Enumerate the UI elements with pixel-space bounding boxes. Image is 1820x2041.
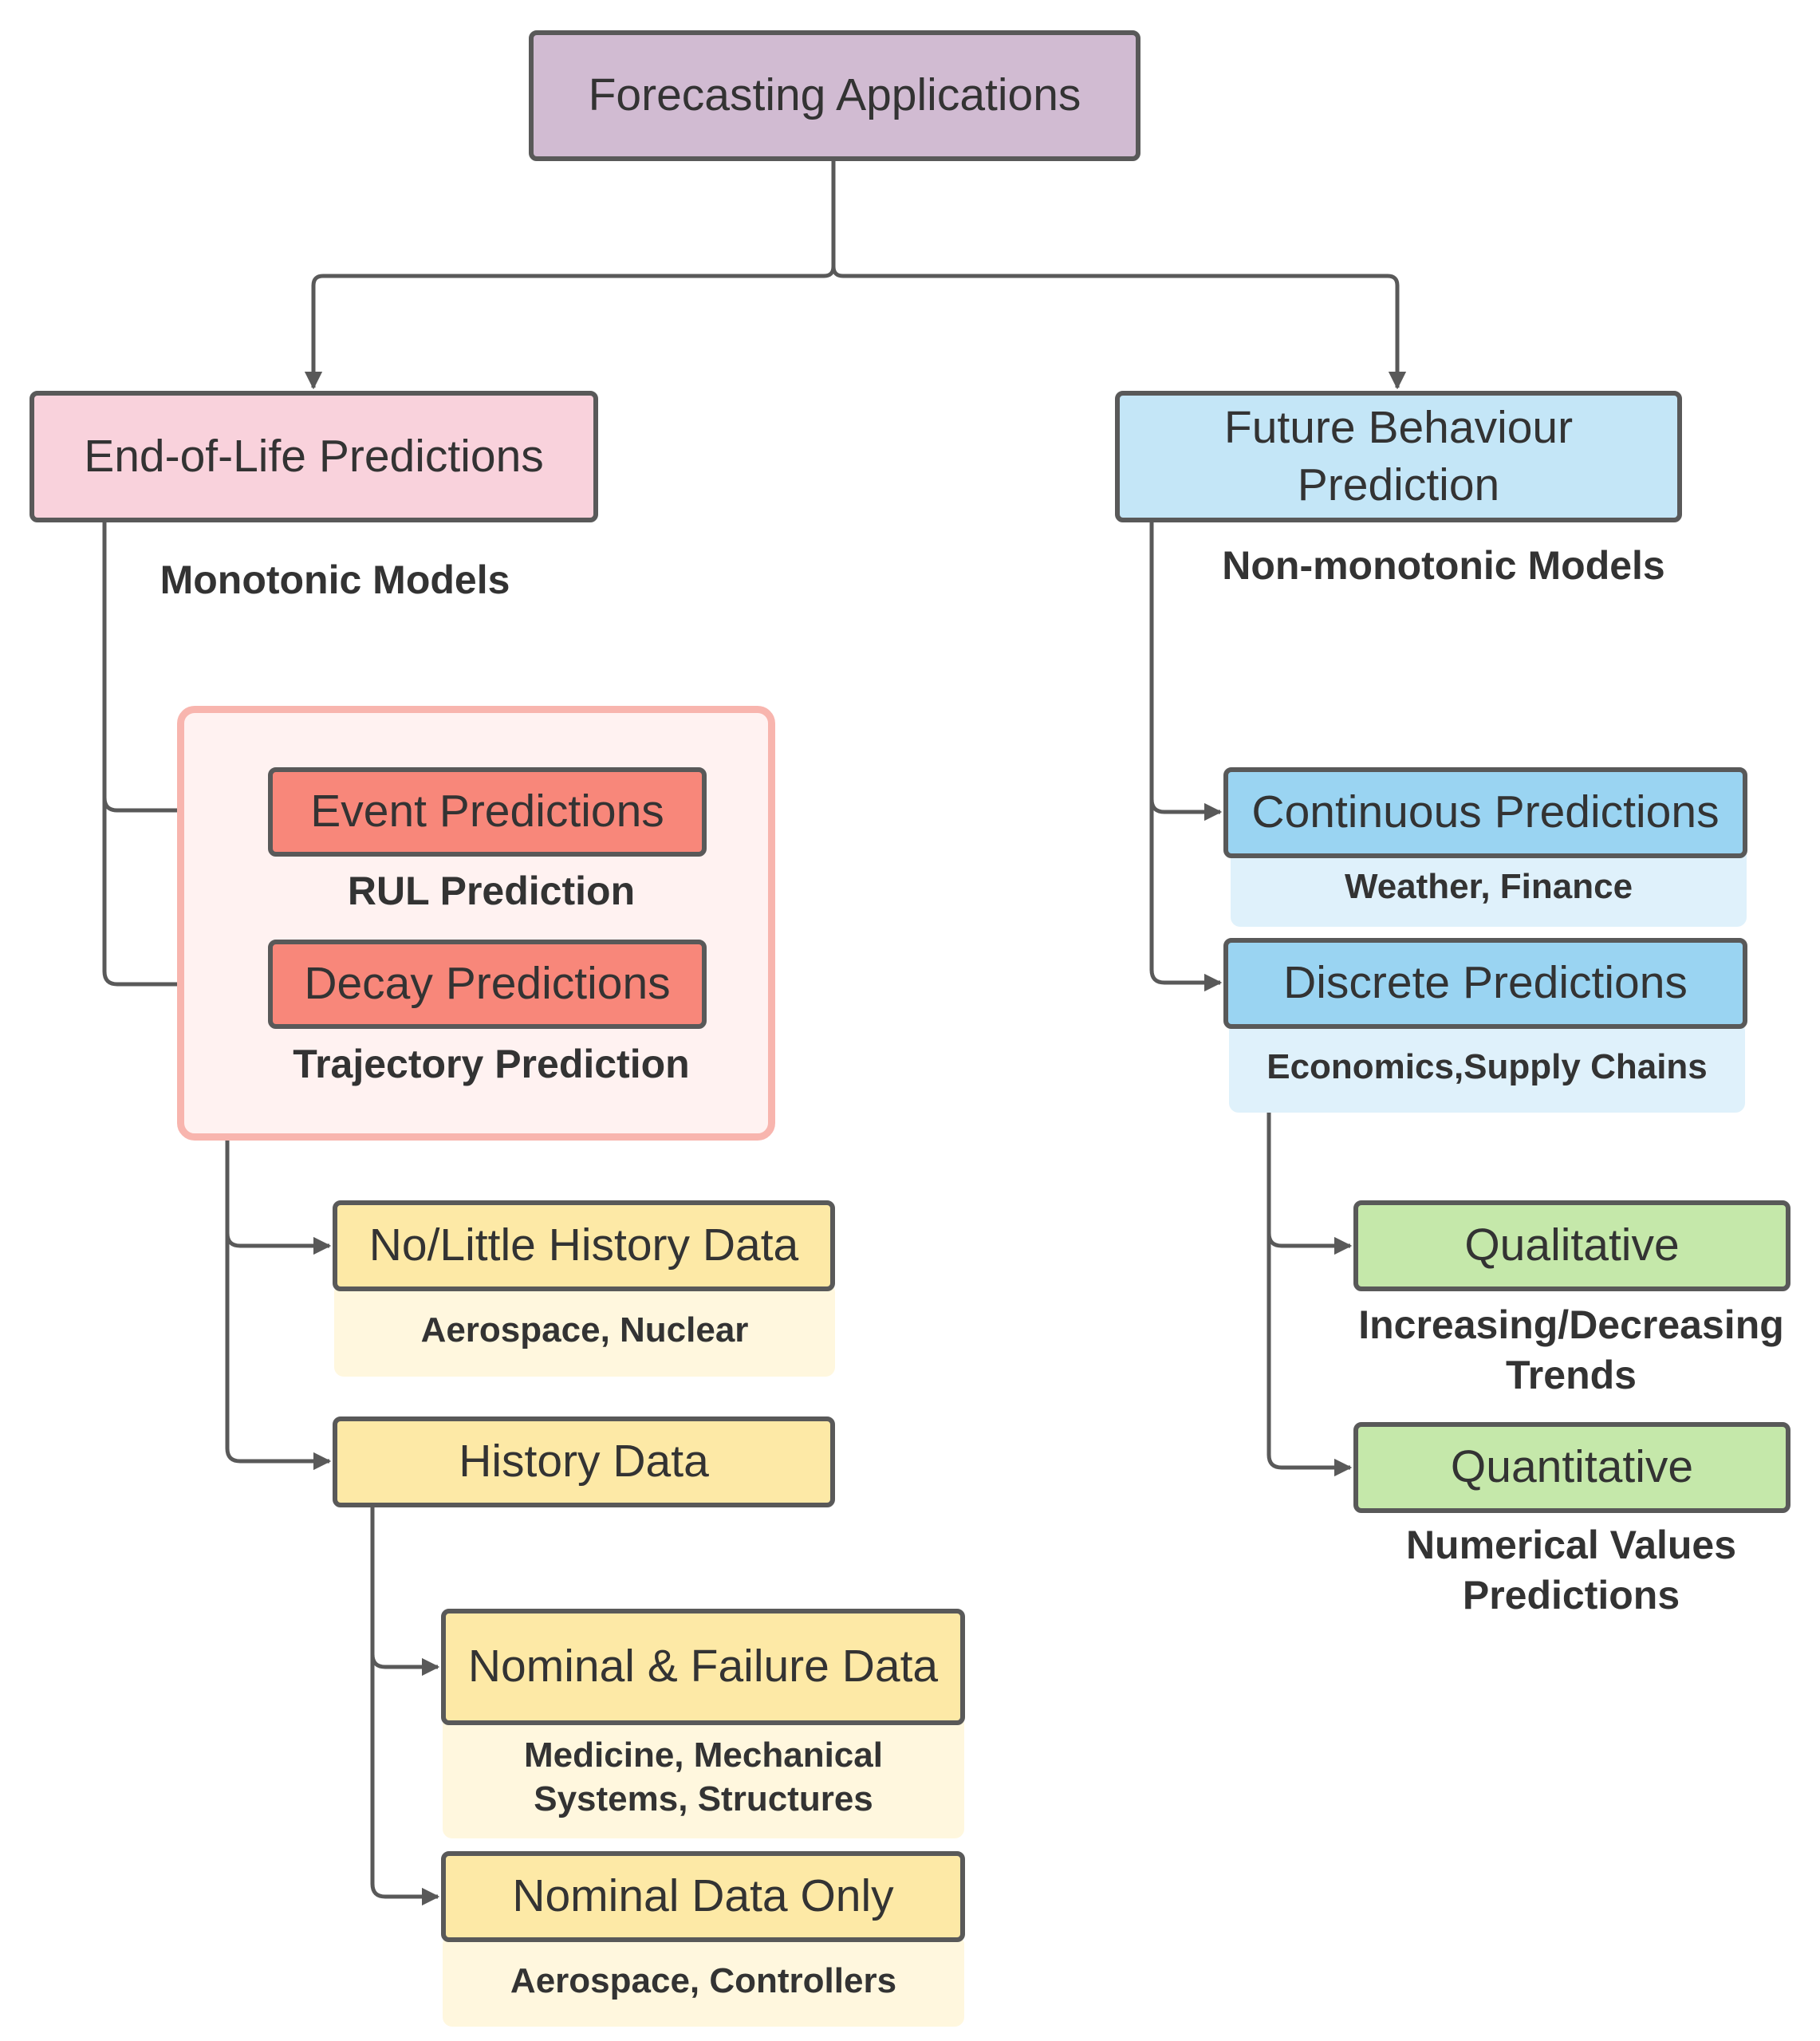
event-predictions-node: Event Predictions	[268, 767, 707, 857]
rul-prediction-label: RUL Prediction	[347, 869, 636, 913]
nominal-failure-caption: Medicine, Mechanical Systems, Structures	[524, 1735, 883, 1818]
qualitative-node: Qualitative	[1353, 1200, 1790, 1291]
future-behaviour-prediction-node: Future Behaviour Prediction	[1115, 391, 1682, 522]
end-of-life-predictions-label: End-of-Life Predictions	[84, 430, 544, 482]
forecasting-applications-node: Forecasting Applications	[529, 30, 1140, 161]
edge-fbp-to-discrete	[1149, 799, 1223, 992]
nominal-data-only-node: Nominal Data Only	[441, 1851, 965, 1942]
edge-discrete-to-qualitative	[1267, 1113, 1353, 1255]
continuous-caption-box: Weather, Finance	[1231, 845, 1747, 927]
future-behaviour-prediction-label: Future Behaviour Prediction	[1223, 402, 1574, 510]
no-history-caption: Aerospace, Nuclear	[420, 1310, 749, 1350]
continuous-predictions-node: Continuous Predictions	[1223, 767, 1747, 858]
quantitative-label: Quantitative	[1450, 1441, 1694, 1493]
edge-history-to-nominal-only	[370, 1654, 440, 1906]
continuous-caption: Weather, Finance	[1344, 866, 1633, 906]
no-little-history-data-label: No/Little History Data	[368, 1219, 799, 1271]
decay-predictions-node: Decay Predictions	[268, 940, 707, 1029]
numerical-values-predictions-label: Numerical Values Predictions	[1405, 1523, 1737, 1617]
discrete-predictions-node: Discrete Predictions	[1223, 938, 1747, 1029]
discrete-caption: Economics,Supply Chains	[1267, 1047, 1708, 1086]
continuous-predictions-label: Continuous Predictions	[1251, 786, 1720, 838]
nominal-data-only-label: Nominal Data Only	[512, 1870, 894, 1922]
no-history-caption-box: Aerospace, Nuclear	[334, 1283, 835, 1377]
edge-group-to-history	[225, 1233, 332, 1471]
trajectory-prediction-label: Trajectory Prediction	[293, 1042, 690, 1086]
edge-eol-to-decay	[102, 798, 267, 994]
monotonic-models-label: Monotonic Models	[160, 558, 510, 602]
increasing-decreasing-trends-label: Increasing/Decreasing Trends	[1358, 1302, 1784, 1397]
event-predictions-label: Event Predictions	[310, 786, 664, 837]
edge-root-to-fbp	[831, 161, 1407, 390]
decay-predictions-label: Decay Predictions	[304, 958, 671, 1010]
edge-discrete-to-quantitative	[1267, 1233, 1353, 1477]
edge-root-to-eol	[304, 161, 836, 390]
no-little-history-data-node: No/Little History Data	[333, 1200, 835, 1291]
discrete-predictions-label: Discrete Predictions	[1283, 957, 1688, 1009]
history-data-label: History Data	[459, 1436, 709, 1487]
nominal-failure-caption-box: Medicine, Mechanical Systems, Structures	[443, 1715, 964, 1838]
nominal-only-caption: Aerospace, Controllers	[510, 1961, 897, 2000]
forecasting-applications-label: Forecasting Applications	[588, 69, 1081, 121]
non-monotonic-models-label: Non-monotonic Models	[1222, 543, 1665, 588]
history-data-node: History Data	[333, 1416, 835, 1507]
nominal-only-caption-box: Aerospace, Controllers	[443, 1935, 964, 2027]
edge-history-to-nominal-failure	[370, 1507, 440, 1677]
edge-group-to-no-history	[225, 1141, 332, 1255]
qualitative-label: Qualitative	[1464, 1219, 1680, 1271]
nominal-failure-data-node: Nominal & Failure Data	[441, 1609, 965, 1725]
end-of-life-predictions-node: End-of-Life Predictions	[30, 391, 598, 522]
quantitative-node: Quantitative	[1353, 1422, 1790, 1513]
discrete-caption-box: Economics,Supply Chains	[1229, 1021, 1745, 1113]
nominal-failure-data-label: Nominal & Failure Data	[467, 1641, 939, 1692]
